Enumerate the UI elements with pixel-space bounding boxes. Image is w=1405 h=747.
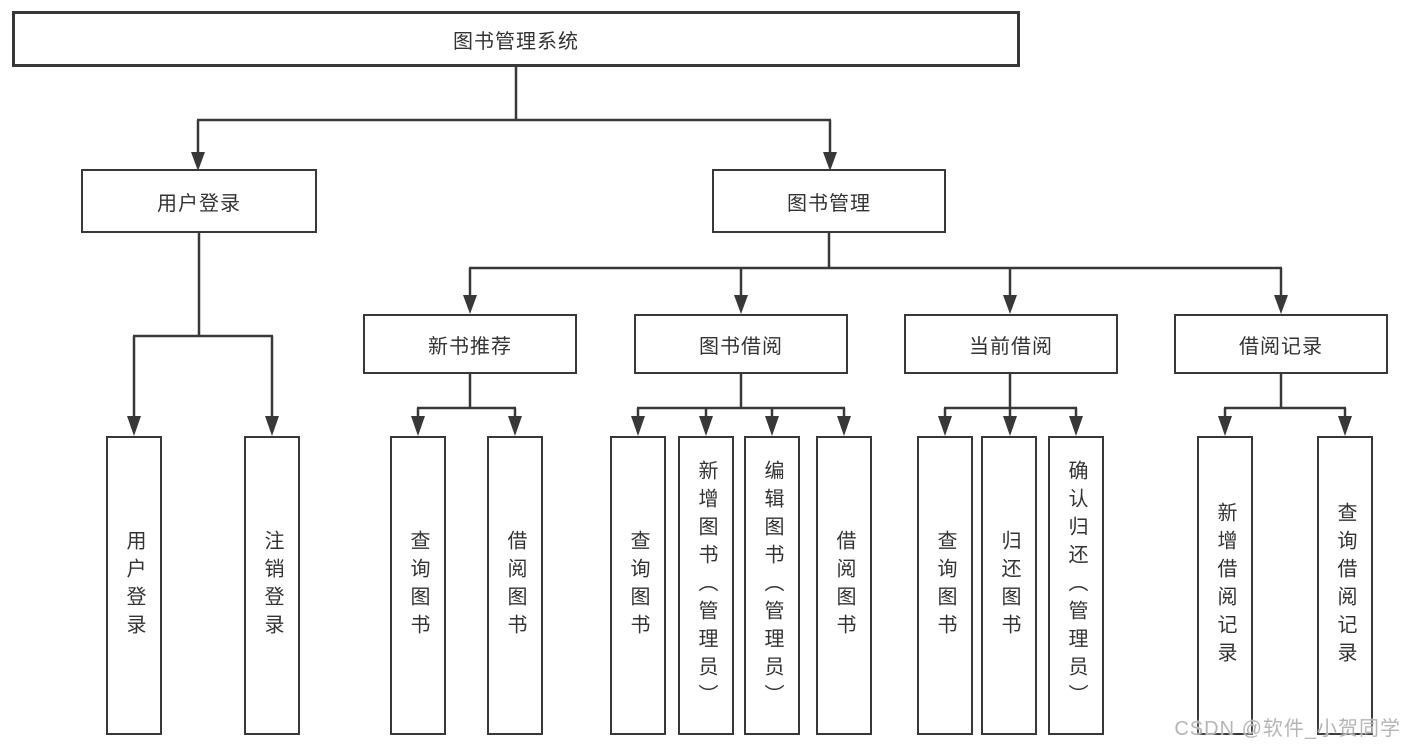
node-new-book-recommend: 新书推荐	[363, 314, 577, 374]
leaf-borrow-books-borrowing: 借阅图书	[816, 436, 872, 735]
csdn-watermark: CSDN @软件_小贺同学	[1174, 718, 1401, 740]
leaf-query-books-borrowing: 查询图书	[610, 436, 666, 735]
arrowhead-down	[734, 295, 748, 314]
leaf-add-borrow-record: 新增借阅记录	[1197, 436, 1253, 735]
leaf-label: 新增借阅记录	[1214, 501, 1236, 670]
leaf-label: 借阅图书	[833, 529, 855, 642]
leaf-label: 查询图书	[934, 529, 956, 642]
node-label: 用户登录	[157, 192, 241, 215]
arrowhead-down	[1003, 295, 1017, 314]
connector-borrowing-records-children	[1218, 374, 1352, 436]
arrowhead-down	[631, 416, 645, 436]
arrowhead-down	[411, 416, 425, 436]
leaf-label: 借阅图书	[504, 529, 526, 642]
arrowhead-down	[765, 416, 779, 436]
arrowhead-down	[508, 416, 522, 436]
arrowhead-down	[127, 416, 141, 436]
arrowhead-down	[1069, 416, 1083, 436]
leaf-query-borrow-record: 查询借阅记录	[1317, 436, 1373, 735]
arrowhead-down	[1338, 416, 1352, 436]
node-book-management: 图书管理	[712, 169, 946, 233]
leaf-label: 用户登录	[123, 529, 145, 642]
arrowhead-down	[1003, 416, 1017, 436]
arrowhead-down	[265, 416, 279, 436]
leaf-label: 编辑图书（管理员）	[761, 459, 783, 712]
node-book-borrowing: 图书借阅	[634, 314, 848, 374]
leaf-user-login: 用户登录	[106, 436, 162, 735]
arrowhead-down	[1218, 416, 1232, 436]
node-borrowing-records: 借阅记录	[1174, 314, 1388, 374]
leaf-label: 注销登录	[261, 529, 283, 642]
arrowhead-down	[699, 416, 713, 436]
connector-book-borrowing-children	[631, 374, 851, 436]
connector-book-management-children	[463, 233, 1288, 314]
leaf-return-book: 归还图书	[981, 436, 1037, 735]
leaf-label: 确认归还（管理员）	[1065, 459, 1087, 712]
leaf-label: 新增图书（管理员）	[695, 459, 717, 712]
leaf-label: 查询图书	[627, 529, 649, 642]
leaf-label: 归还图书	[998, 529, 1020, 642]
node-current-borrowing: 当前借阅	[904, 314, 1118, 374]
leaf-borrow-books-recommend: 借阅图书	[487, 436, 543, 735]
node-label: 当前借阅	[969, 335, 1053, 358]
node-label: 新书推荐	[428, 335, 512, 358]
leaf-edit-book-admin: 编辑图书（管理员）	[744, 436, 800, 735]
node-label: 图书管理系统	[453, 30, 579, 53]
leaf-add-book-admin: 新增图书（管理员）	[678, 436, 734, 735]
arrowhead-down	[823, 152, 837, 171]
node-book-management-system: 图书管理系统	[12, 11, 1020, 67]
leaf-label: 查询借阅记录	[1334, 501, 1356, 670]
connector-current-borrowing-children	[938, 374, 1083, 436]
leaf-confirm-return-admin: 确认归还（管理员）	[1048, 436, 1104, 735]
connector-user-login-children	[127, 233, 279, 436]
leaf-logout: 注销登录	[244, 436, 300, 735]
node-label: 借阅记录	[1239, 335, 1323, 358]
arrowhead-down	[837, 416, 851, 436]
arrowhead-down	[1274, 295, 1288, 314]
leaf-label: 查询图书	[407, 529, 429, 642]
connector-root-to-level2	[191, 67, 837, 171]
node-label: 图书借阅	[699, 335, 783, 358]
connector-new-book-recommend-children	[411, 374, 522, 436]
arrowhead-down	[463, 295, 477, 314]
leaf-query-books-current: 查询图书	[917, 436, 973, 735]
arrowhead-down	[191, 152, 205, 171]
arrowhead-down	[938, 416, 952, 436]
leaf-query-books-recommend: 查询图书	[390, 436, 446, 735]
node-user-login: 用户登录	[81, 169, 317, 233]
node-label: 图书管理	[787, 192, 871, 215]
